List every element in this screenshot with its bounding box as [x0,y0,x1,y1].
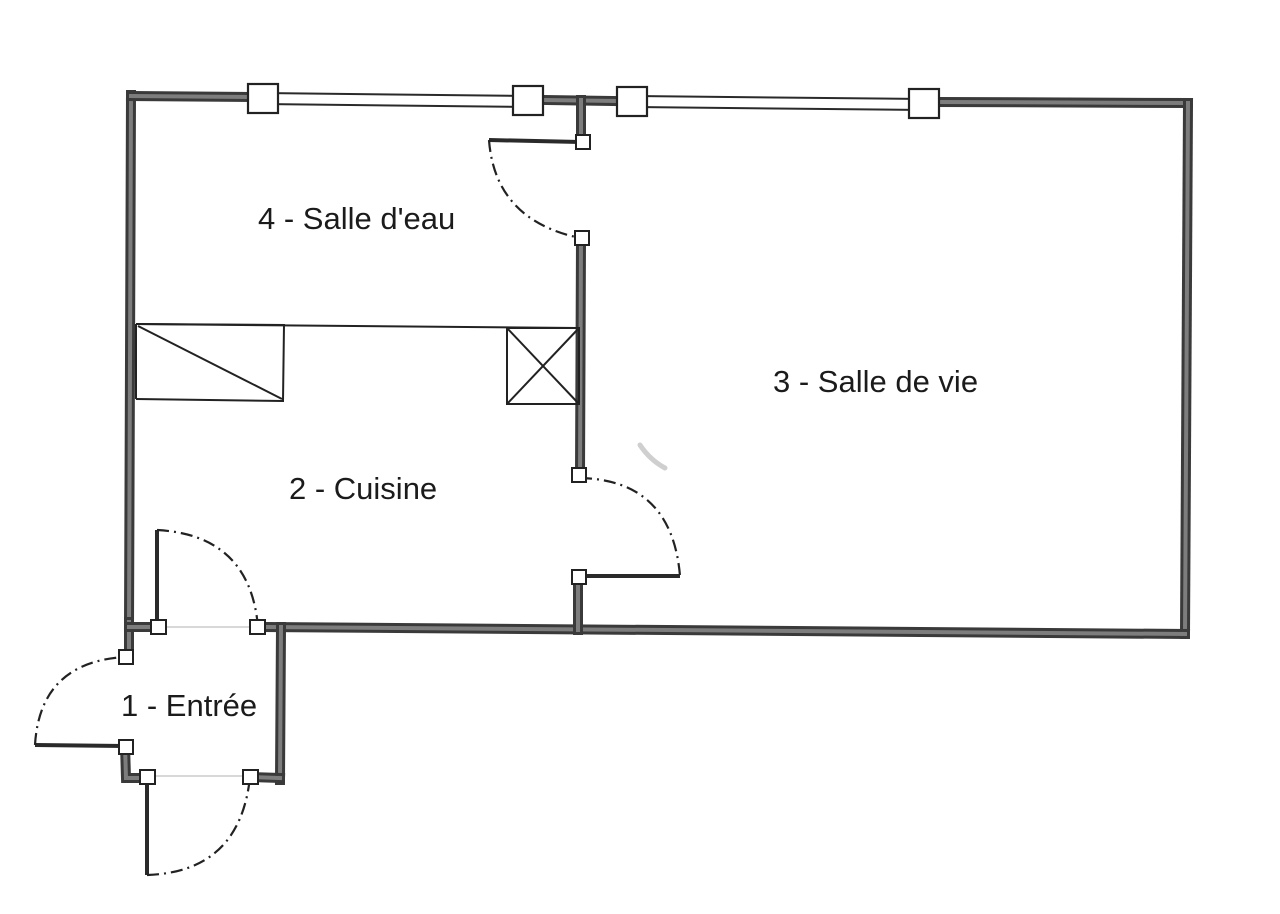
room-label-cuisine: 2 - Cuisine [289,471,437,506]
door-salle-d-eau [487,134,591,246]
window-living-room [631,95,925,111]
fixture-box-cross [506,327,580,405]
scan-mark [637,442,668,471]
room-labels: 4 - Salle d'eau 3 - Salle de vie 2 - Cui… [121,201,978,723]
counter-left-diagonal [137,325,283,400]
windows [246,82,941,120]
door-entree-bottom [139,769,259,877]
kitchen-fixtures [135,323,580,405]
counter-left [135,323,286,403]
window-post [246,82,280,115]
door-cuisine [150,528,266,635]
window-post [615,85,649,118]
room-label-entree: 1 - Entrée [121,688,257,723]
door-entree [33,649,134,755]
window-post [511,84,545,117]
fixture-box [506,327,580,405]
walls [119,89,1194,786]
room-label-salle-de-vie: 3 - Salle de vie [773,364,978,399]
window-bathroom [261,92,529,108]
door-salle-de-vie [571,467,682,585]
doors [33,134,682,877]
room-label-salle-d-eau: 4 - Salle d'eau [258,201,455,236]
window-post [907,87,941,120]
